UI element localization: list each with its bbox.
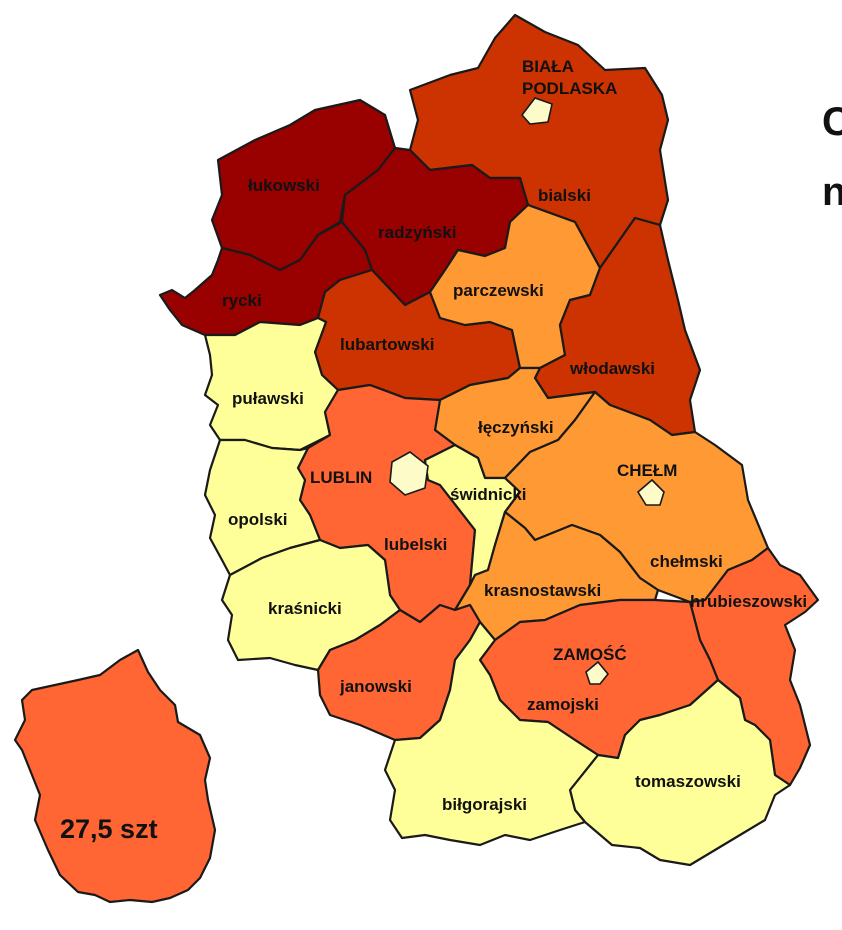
district-label-leczynski: łęczyński (478, 418, 554, 437)
district-label-bilgorajski: biłgorajski (442, 795, 527, 814)
cropped-heading-line-1: C (822, 100, 842, 144)
city-label-lublin: LUBLIN (310, 468, 372, 487)
district-label-wlodawski: włodawski (569, 359, 655, 378)
city-chelm-shape (636, 478, 665, 506)
district-label-tomaszowski: tomaszowski (635, 772, 741, 791)
city-zamosc-shape (585, 660, 610, 685)
inset-voivodeship-shape (13, 648, 217, 904)
city-biala-podlaska-shape (520, 97, 553, 125)
district-label-rycki: rycki (222, 291, 262, 310)
district-label-swidnicki: świdnicki (450, 485, 527, 504)
district-label-lubartowski: lubartowski (340, 335, 434, 354)
city-label-zamosc: ZAMOŚĆ (553, 645, 627, 664)
district-label-lukowski: łukowski (248, 176, 320, 195)
district-pulawski (203, 316, 340, 452)
district-bilgorajski (383, 620, 600, 847)
district-label-zamojski: zamojski (527, 695, 599, 714)
city-label-podlaska: PODLASKA (522, 79, 617, 98)
district-label-radzynski: radzyński (378, 223, 456, 242)
city-lublin-shape (389, 451, 429, 496)
district-label-parczewski: parczewski (453, 281, 544, 300)
inset-value-label: 27,5 szt (60, 814, 158, 844)
district-label-bialski: bialski (538, 186, 591, 205)
district-label-hrubieszowski: hrubieszowski (690, 592, 807, 611)
district-label-chelmski: chełmski (650, 552, 723, 571)
district-label-opolski: opolski (228, 510, 288, 529)
district-label-krasnostawski: krasnostawski (484, 581, 601, 600)
cropped-heading-line-2: n (822, 170, 842, 214)
district-tomaszowski (568, 678, 792, 867)
district-label-krasnicki: kraśnicki (268, 599, 342, 618)
district-label-janowski: janowski (339, 677, 412, 696)
district-label-lubelski: lubelski (384, 535, 447, 554)
city-label-chelm: CHEŁM (617, 461, 677, 480)
city-label-biala: BIAŁA (522, 57, 574, 76)
district-label-pulawski: puławski (232, 389, 304, 408)
